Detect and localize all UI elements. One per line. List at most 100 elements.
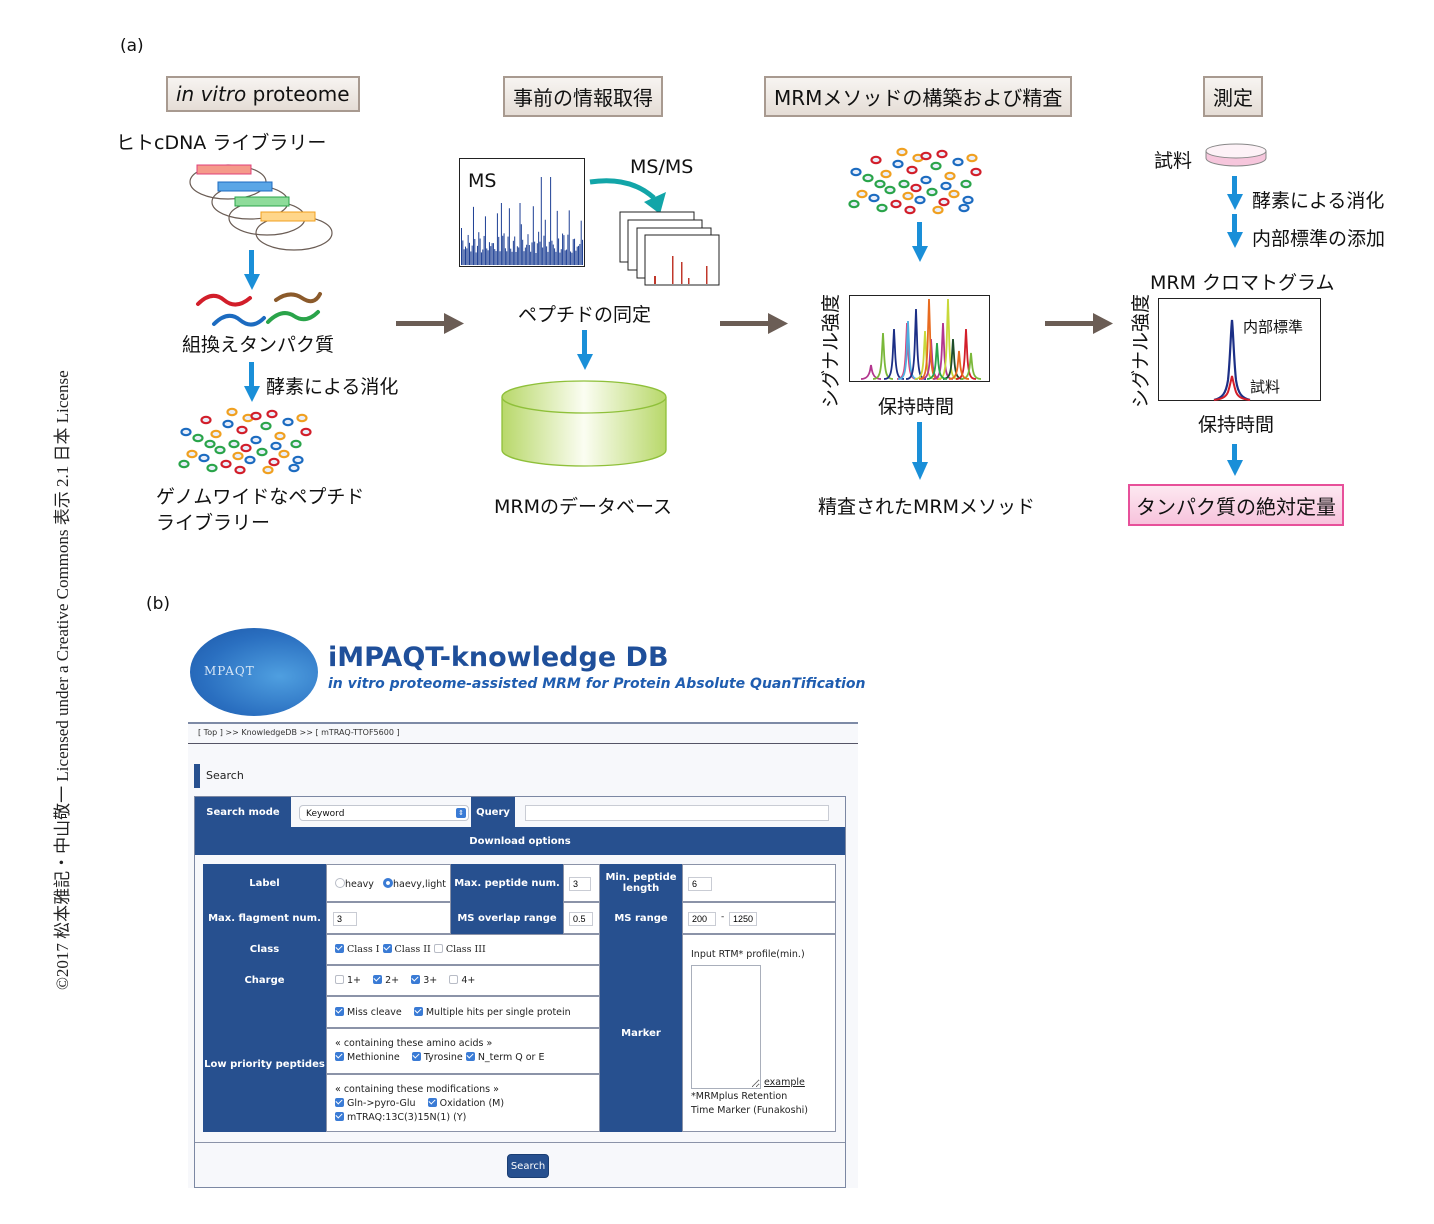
radio-heavy[interactable] xyxy=(335,878,345,888)
charge-3-checkbox[interactable] xyxy=(411,975,421,984)
stage-title-measurement: 測定 xyxy=(1203,76,1263,117)
peptide-dot xyxy=(910,183,922,193)
ms-overlap-input[interactable] xyxy=(569,912,593,926)
ms-peak xyxy=(530,251,532,265)
search-button[interactable]: Search xyxy=(507,1154,549,1178)
low-priority-label: Low priority peptides xyxy=(203,996,326,1132)
mrm-chromatogram-title: MRM クロマトグラム xyxy=(1150,272,1335,294)
absolute-quantification-result: タンパク質の絶対定量 xyxy=(1128,484,1344,526)
class-1-checkbox[interactable] xyxy=(335,944,344,953)
class-3-checkbox[interactable] xyxy=(433,944,443,953)
radio-heavy-light[interactable] xyxy=(383,878,393,888)
peptide-dot xyxy=(266,409,278,419)
peptide-dot xyxy=(198,453,210,463)
peptide-dot xyxy=(884,185,896,195)
peptide-dot xyxy=(920,175,932,185)
charge-4-checkbox[interactable] xyxy=(449,975,459,984)
ms-peak xyxy=(516,246,518,265)
max-fragment-input[interactable] xyxy=(333,912,357,926)
charge-2-checkbox[interactable] xyxy=(373,975,383,984)
charge-label: Charge xyxy=(203,965,326,996)
query-input[interactable] xyxy=(525,805,829,821)
ms-peak xyxy=(572,239,574,265)
mtraq-label: mTRAQ:13C(3)15N(1) (Y) xyxy=(347,1112,467,1123)
ms-range-min-input[interactable] xyxy=(688,912,716,926)
ms-peak xyxy=(498,236,500,265)
ms-spectrum-icon xyxy=(459,158,585,267)
chrom-trace xyxy=(914,330,936,380)
ms-peak xyxy=(515,251,517,265)
ms-peak xyxy=(563,235,565,265)
max-peptide-input[interactable] xyxy=(569,877,591,891)
radio-heavy-label: heavy xyxy=(345,879,374,890)
panel-a-label: (a) xyxy=(120,36,144,56)
ms-peak xyxy=(543,235,545,265)
stage-title-pre-info: 事前の情報取得 xyxy=(503,76,663,117)
ms-peak xyxy=(578,245,580,265)
signal-intensity-axis-label: シグナル強度 xyxy=(820,293,842,408)
peptide-dot xyxy=(958,203,970,213)
stage-title-rest: proteome xyxy=(246,82,350,106)
peptide-dot xyxy=(966,153,978,163)
ms-peak xyxy=(464,246,466,265)
ms-peak xyxy=(474,238,476,265)
peptide-dot xyxy=(896,147,908,157)
sample-peak-label: 試料 xyxy=(1250,378,1281,396)
ms-peak xyxy=(478,232,480,265)
internal-standard-add-label: 内部標準の添加 xyxy=(1252,228,1386,250)
peptide-dot xyxy=(278,449,290,459)
mtraq-checkbox[interactable] xyxy=(335,1112,344,1121)
search-mode-select[interactable]: Keyword⇕ xyxy=(299,805,469,821)
oxidation-checkbox[interactable] xyxy=(427,1098,437,1107)
gln-pyroglu-label: Gln->pyro-Glu xyxy=(347,1098,416,1109)
peptide-dot xyxy=(236,425,248,435)
ms-peak xyxy=(461,228,462,265)
ms-peak xyxy=(462,240,464,265)
example-link[interactable]: example xyxy=(764,1077,805,1088)
peptide-dot xyxy=(270,441,282,451)
search-mode-value: Keyword xyxy=(306,809,345,819)
multiple-hits-checkbox[interactable] xyxy=(413,1007,423,1016)
ms-peak xyxy=(511,251,513,265)
nterm-qe-checkbox[interactable] xyxy=(465,1052,475,1061)
peptide-dot xyxy=(234,465,246,475)
peptide-dot xyxy=(244,455,256,465)
ms-range-max-input[interactable] xyxy=(729,912,757,926)
ms-peak xyxy=(484,216,486,265)
rtm-profile-textarea[interactable] xyxy=(691,965,761,1089)
ms-peak xyxy=(574,238,576,265)
stage-title-mrm-method: MRMメソッドの構築および精査 xyxy=(764,76,1073,117)
miss-cleave-checkbox[interactable] xyxy=(335,1007,344,1016)
class-2-checkbox[interactable] xyxy=(382,944,392,953)
tyrosine-checkbox[interactable] xyxy=(411,1052,421,1061)
ms-peak xyxy=(552,244,554,265)
charge-1-checkbox[interactable] xyxy=(335,975,344,984)
site-title: iMPAQT-knowledge DB xyxy=(328,642,669,673)
ms-peak xyxy=(559,252,561,265)
methionine-checkbox[interactable] xyxy=(335,1052,344,1061)
rtm-note-line1: *MRMplus Retention xyxy=(691,1091,788,1102)
ms-peak xyxy=(532,206,534,265)
ms-peak xyxy=(471,245,473,265)
down-arrow-icon xyxy=(244,250,260,290)
ms-label: MS xyxy=(468,170,497,192)
peptide-dot xyxy=(300,427,312,437)
peptide-cloud-icon xyxy=(848,147,982,215)
signal-intensity-axis-label-2: シグナル強度 xyxy=(1130,293,1152,408)
impaqt-logo[interactable]: MPAQT xyxy=(190,628,318,716)
peptide-dot xyxy=(214,445,226,455)
peptide-dot xyxy=(920,151,932,161)
retention-time-axis-label: 保持時間 xyxy=(878,396,955,418)
digestion-label-1: 酵素による消化 xyxy=(266,376,399,398)
recombinant-protein-icon xyxy=(196,292,322,327)
ms-peak xyxy=(504,248,506,265)
peptide-dot xyxy=(250,411,262,421)
min-peptide-length-input[interactable] xyxy=(688,877,712,891)
gln-pyroglu-checkbox[interactable] xyxy=(335,1098,344,1107)
breadcrumb[interactable]: [ Top ] >> KnowledgeDB >> [ mTRAQ-TTOF56… xyxy=(198,728,400,737)
ms-peak xyxy=(522,239,524,265)
peptide-dot xyxy=(880,169,892,179)
ms-peak xyxy=(567,234,569,265)
down-arrow-icon xyxy=(244,362,260,402)
peptide-dot xyxy=(906,165,918,175)
